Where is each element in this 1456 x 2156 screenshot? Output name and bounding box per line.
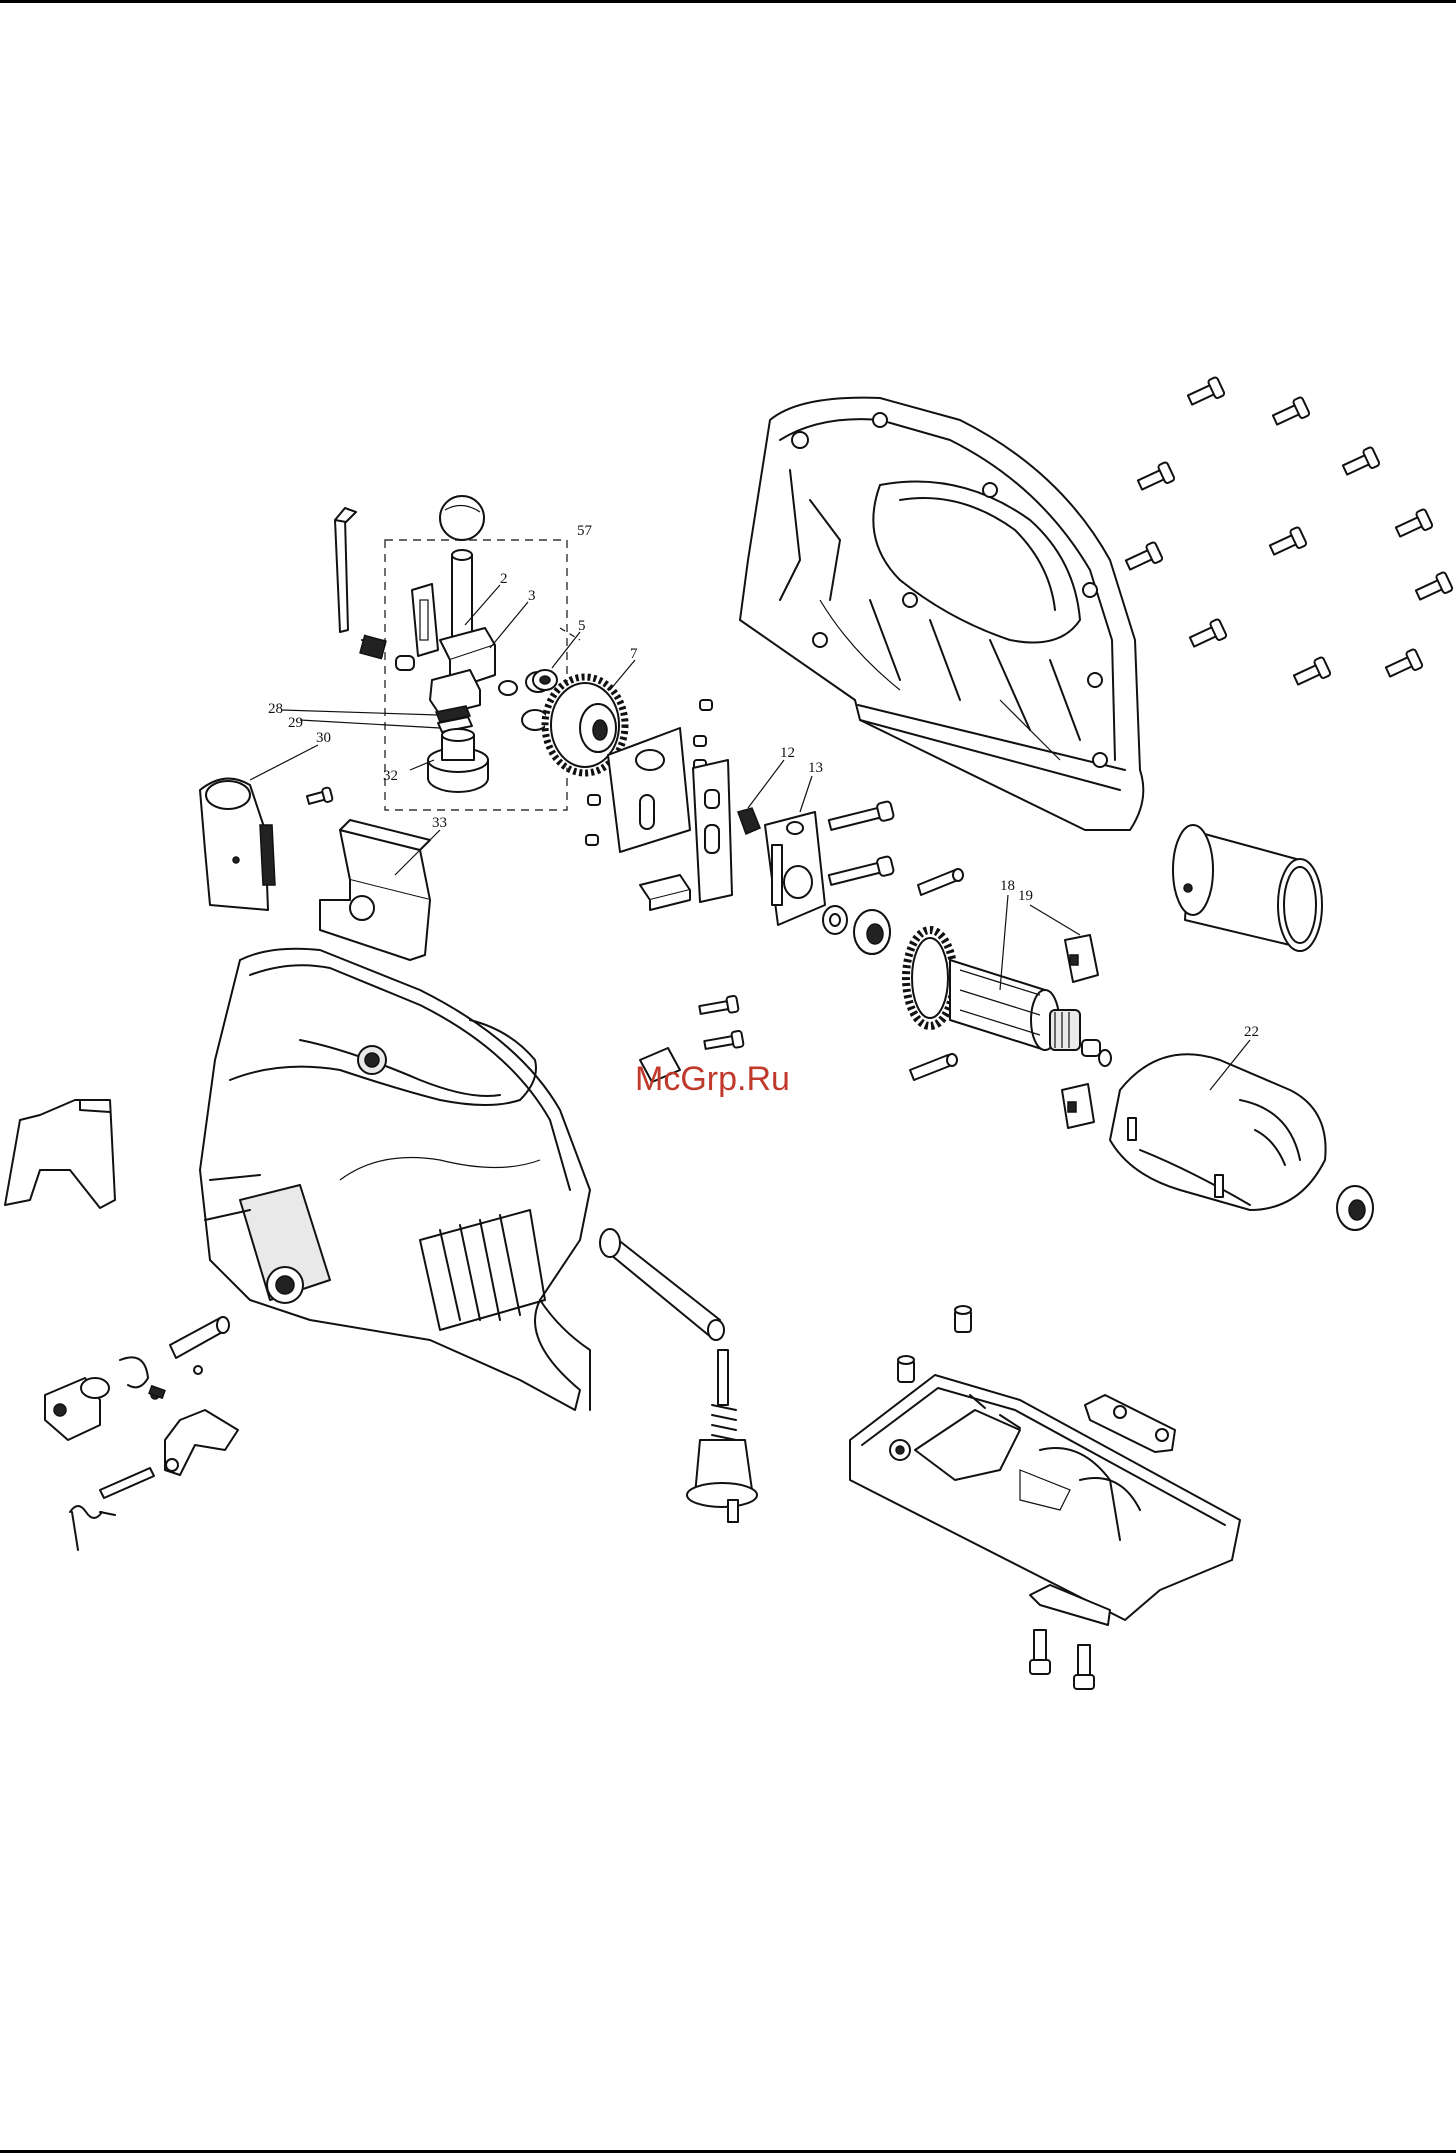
label-5: 5 <box>578 618 586 634</box>
switch-cover-30 <box>200 745 318 910</box>
label-32: 32 <box>383 768 398 784</box>
label-19: 19 <box>1018 888 1033 904</box>
right-housing-half <box>740 398 1143 830</box>
label-33: 33 <box>432 815 447 831</box>
left-housing-body <box>200 949 590 1410</box>
housing-screws <box>1124 377 1453 689</box>
label-13: 13 <box>808 760 823 776</box>
blade-clamp-parts <box>45 1317 238 1550</box>
bearing-holder-13 <box>738 760 825 925</box>
orbit-plunger <box>687 1350 757 1522</box>
label-30: 30 <box>316 730 331 746</box>
switch-33 <box>320 820 440 960</box>
cord-guard <box>600 1229 724 1340</box>
label-28: 28 <box>268 701 283 717</box>
label-2: 2 <box>500 571 508 587</box>
fan-shroud <box>1173 825 1322 951</box>
label-18: 18 <box>1000 878 1015 894</box>
label-22: 22 <box>1244 1024 1259 1040</box>
label-29: 29 <box>288 715 303 731</box>
stator-22 <box>1110 1040 1326 1210</box>
label-57: 57 <box>577 523 593 539</box>
label-7: 7 <box>630 646 638 662</box>
watermark: McGrp.Ru <box>635 1060 790 1098</box>
spindle-group <box>282 496 580 810</box>
rear-cap <box>5 1100 115 1208</box>
base-plate <box>850 1306 1240 1689</box>
label-3: 3 <box>528 588 536 604</box>
label-12: 12 <box>780 745 795 761</box>
